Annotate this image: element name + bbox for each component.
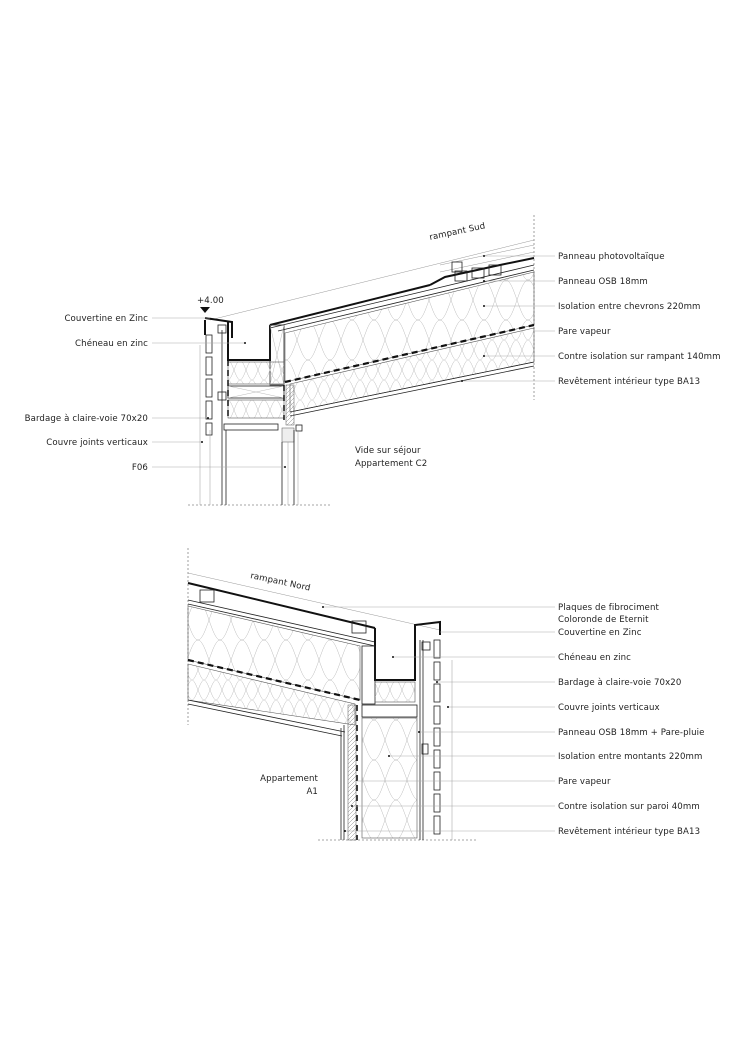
level-marker-icon (200, 307, 210, 313)
right-label-couvertine: Couvertine en Zinc (558, 628, 642, 638)
slope-label-nord: rampant Nord (249, 571, 311, 593)
right-label-pare-vapeur: Pare vapeur (558, 327, 611, 337)
left-label-f06: F06 (132, 463, 148, 473)
right-label-coloronde: Coloronde de Eternit (558, 615, 649, 625)
right-label-couvre-joints: Couvre joints verticaux (558, 703, 660, 713)
room-label-a1-line2: A1 (306, 787, 318, 797)
right-label-fibrociment: Plaques de fibrociment (558, 603, 659, 613)
room-label-line1: Vide sur séjour (355, 445, 421, 456)
right-label-isolation-montants: Isolation entre montants 220mm (558, 752, 702, 762)
room-label-line2: Appartement C2 (355, 459, 427, 469)
right-label-osb: Panneau OSB 18mm (558, 277, 648, 287)
right-label-osb-pare-pluie: Panneau OSB 18mm + Pare-pluie (558, 728, 705, 738)
left-label-bardage: Bardage à claire-voie 70x20 (25, 414, 148, 424)
right-label-isolation: Isolation entre chevrons 220mm (558, 302, 701, 312)
right-label-ba13: Revêtement intérieur type BA13 (558, 376, 700, 387)
right-label-bardage: Bardage à claire-voie 70x20 (558, 678, 681, 688)
slope-label-sud: rampant Sud (429, 221, 487, 243)
right-label-pare-vapeur: Pare vapeur (558, 777, 611, 787)
right-label-pv: Panneau photovoltaïque (558, 252, 665, 262)
detail-bottom-section: rampant Nord Appartement A1 Plaques de f… (187, 548, 705, 841)
detail-top-section: +4.00 rampant Sud Vide sur séjour Appart… (25, 215, 721, 506)
left-label-cheneau: Chéneau en zinc (75, 338, 148, 349)
level-marker-label: +4.00 (197, 296, 224, 306)
room-label-a1-line1: Appartement (260, 774, 318, 784)
right-label-cheneau: Chéneau en zinc (558, 652, 631, 663)
left-label-couvre-joints: Couvre joints verticaux (46, 438, 148, 448)
right-label-ba13: Revêtement intérieur type BA13 (558, 826, 700, 837)
right-label-contre-isolation: Contre isolation sur rampant 140mm (558, 352, 721, 362)
right-label-contre-isolation: Contre isolation sur paroi 40mm (558, 802, 700, 812)
left-label-couvertine: Couvertine en Zinc (64, 314, 148, 324)
